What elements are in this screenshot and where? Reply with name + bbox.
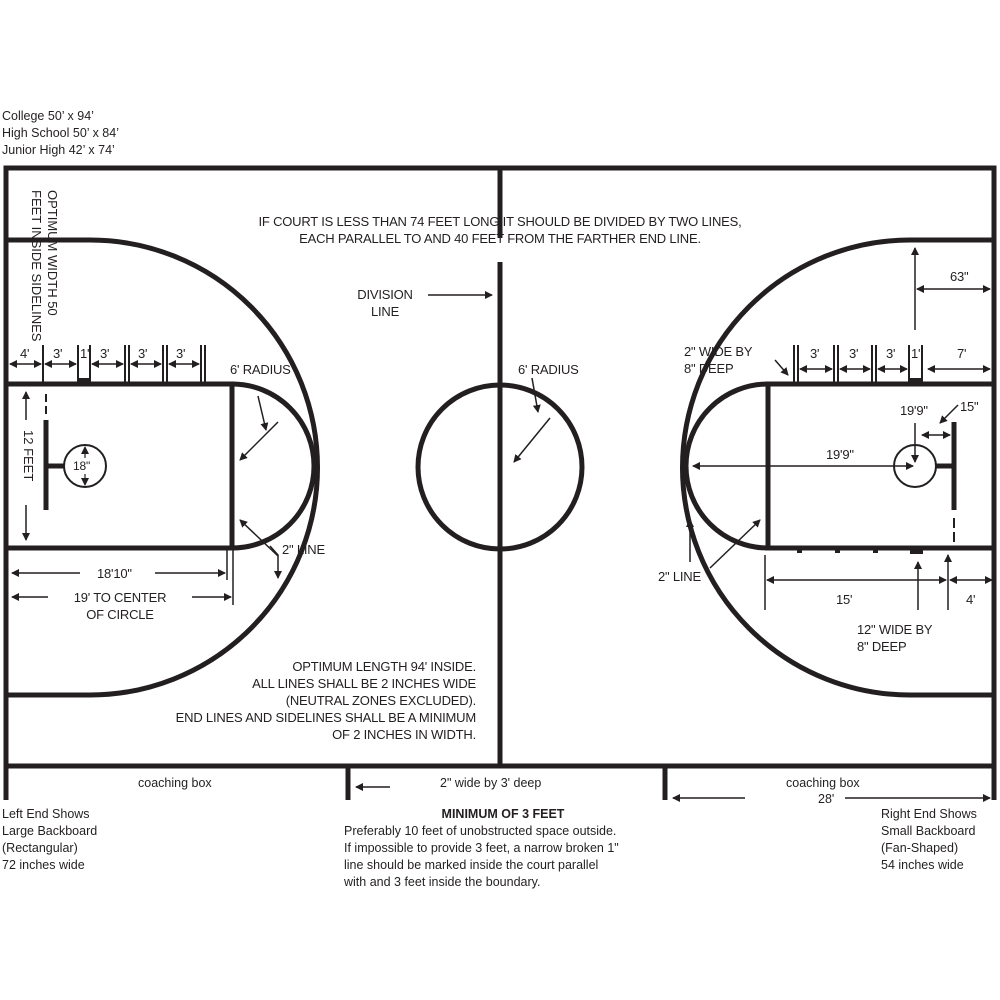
left-space-4: 3' [100,346,110,361]
hash-label-line1: 2" WIDE BY [684,344,753,359]
division-line-label: DIVISION LINE [345,286,425,320]
out-of-bounds-title: MINIMUM OF 3 FEET [441,807,565,821]
right-space-1: 3' [810,346,820,361]
out-of-bounds-note: MINIMUM OF 3 FEET Preferably 10 feet of … [344,806,662,891]
width-note-line2: FEET INSIDE SIDELINES [29,190,44,342]
left-space-3: 1' [80,346,90,361]
three-point-offset-label: 63" [950,269,969,284]
size-college: College 50’ x 94’ [2,109,94,123]
length-note-3: (NEUTRAL ZONES EXCLUDED). [285,693,476,708]
left-lane [3,381,235,551]
left-three-point-arc [6,237,320,698]
size-junior-high: Junior High 42’ x 74’ [2,143,115,157]
length-note-2: ALL LINES SHALL BE 2 INCHES WIDE [252,676,476,691]
free-throw-distance: 18'10" [97,566,132,581]
out-of-bounds-line4: with and 3 feet inside the boundary. [344,875,541,889]
length-note-5: OF 2 INCHES IN WIDTH. [332,727,476,742]
left-caption-2: Large Backboard [2,824,98,838]
right-caption-3: (Fan-Shaped) [881,841,959,855]
rim-diameter-label: 18" [73,459,91,473]
top-note-line2: EACH PARALLEL TO AND 40 FEET FROM THE FA… [299,231,701,246]
coaching-box-length: 28' [818,792,835,806]
right-caption-2: Small Backboard [881,824,976,838]
left-radius-label: 6' RADIUS [230,362,291,377]
block-label-line1: 12" WIDE BY [857,622,933,637]
circle-center-line1: 19' TO CENTER [73,590,167,605]
top-note-line1: IF COURT IS LESS THAN 74 FEET LONG IT SH… [258,214,742,229]
right-space-5: 7' [957,346,967,361]
center-circle [415,382,585,552]
size-high-school: High School 50’ x 84’ [2,126,119,140]
out-of-bounds-line2: If impossible to provide 3 feet, a narro… [344,841,619,855]
left-space-6: 3' [176,346,186,361]
left-space-2: 3' [53,346,63,361]
width-note-line1: OPTIMUM WIDTH 50 [45,190,60,316]
right-caption-1: Right End Shows [881,807,977,821]
right-space-2: 3' [849,346,859,361]
three-point-radius-label: 19'9" [826,447,854,462]
out-of-bounds-line3: line should be marked inside the court p… [344,858,599,872]
center-radius-label: 6' RADIUS [518,362,579,377]
top-note: IF COURT IS LESS THAN 74 FEET LONG IT SH… [0,213,1000,247]
lane-width-label: 12 FEET [21,430,36,482]
right-space-4: 1' [911,346,921,361]
circle-center-line2: OF CIRCLE [86,607,154,622]
circle-center-distance: 19' TO CENTER OF CIRCLE [60,589,180,623]
out-of-bounds-line1: Preferably 10 feet of unobstructed space… [344,824,617,838]
hash-mark-label: 2" WIDE BY 8" DEEP [684,343,753,377]
right-top-radius-label: 19'9" [900,403,928,418]
block-offset-label: 4' [966,592,976,607]
left-space-1: 4' [20,346,30,361]
right-end-caption: Right End Shows Small Backboard (Fan-Sha… [881,806,977,874]
right-space-3: 3' [886,346,896,361]
court-sizes-list: College 50’ x 94’ High School 50’ x 84’ … [2,108,119,159]
left-caption-3: (Rectangular) [2,841,78,855]
lane-length-label: 15' [836,592,853,607]
hash-label-line2: 8" DEEP [684,361,734,376]
left-coaching-box-label: coaching box [138,776,212,790]
sideline-mark-label: 2" wide by 3' deep [440,776,542,790]
left-space-5: 3' [138,346,148,361]
block-label-line2: 8" DEEP [857,639,907,654]
right-three-point-arc [680,237,994,698]
length-note-1: OPTIMUM LENGTH 94' INSIDE. [292,659,476,674]
division-label-2: LINE [370,304,400,319]
left-rim [63,444,107,488]
backboard-offset-label: 15" [960,399,979,414]
right-two-inch-line-label: 2" LINE [658,569,701,584]
right-coaching-box-label: coaching box [786,776,860,790]
left-caption-4: 72 inches wide [2,858,85,872]
division-label-1: DIVISION [357,287,413,302]
block-size-label: 12" WIDE BY 8" DEEP [857,621,933,655]
optimum-width-note: OPTIMUM WIDTH 50 FEET INSIDE SIDELINES [28,190,60,341]
left-end-caption: Left End Shows Large Backboard (Rectangu… [2,806,97,874]
right-caption-4: 54 inches wide [881,858,964,872]
left-caption-1: Left End Shows [2,807,90,821]
length-note-4: END LINES AND SIDELINES SHALL BE A MINIM… [175,710,477,725]
left-two-inch-line-label: 2" LINE [282,542,325,557]
length-notes: OPTIMUM LENGTH 94' INSIDE. ALL LINES SHA… [130,658,477,743]
